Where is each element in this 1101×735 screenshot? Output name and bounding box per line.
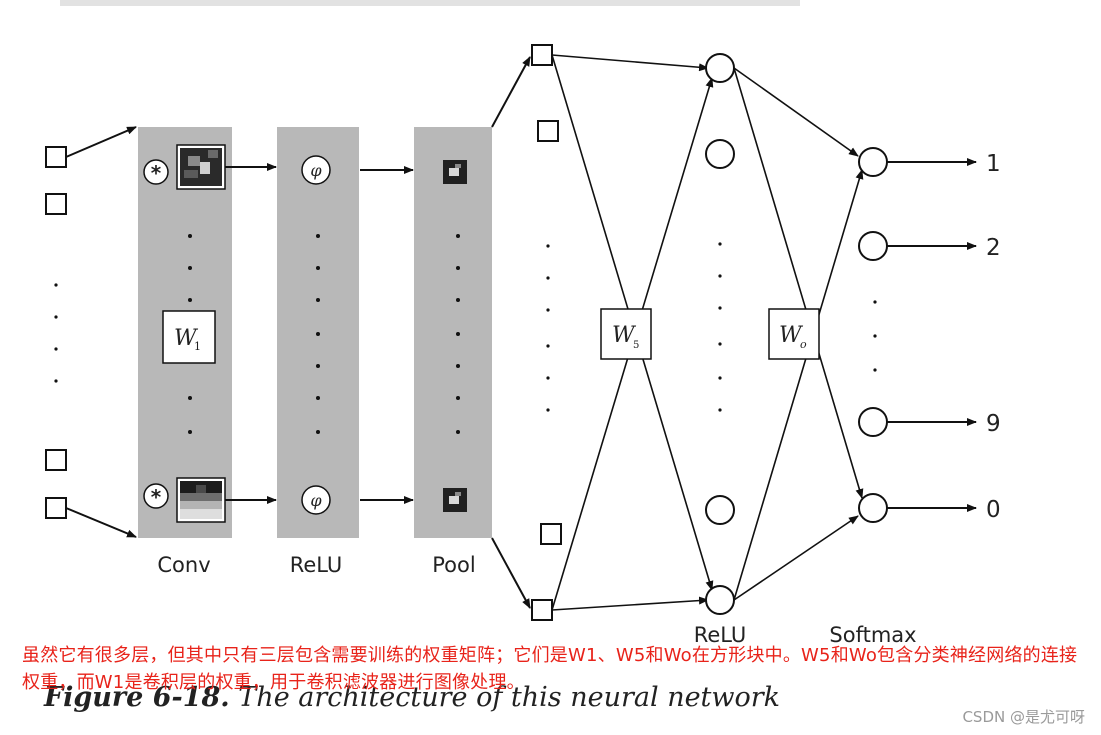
w5-symbol: W bbox=[612, 323, 637, 348]
pool-block bbox=[414, 127, 492, 538]
conv-layer-label: Conv bbox=[157, 553, 210, 577]
output-ellipsis bbox=[873, 300, 877, 372]
output-nodes bbox=[858, 147, 888, 523]
hidden-ellipsis bbox=[718, 242, 722, 412]
input-arrow-bottom bbox=[65, 507, 137, 538]
pool-to-flat-arrow-bottom bbox=[491, 537, 531, 609]
convolution-operator-icon bbox=[143, 483, 169, 509]
flattened-nodes bbox=[531, 44, 562, 621]
figure-number: Figure 6-18. bbox=[44, 682, 230, 713]
activation-icon bbox=[301, 155, 331, 185]
input-node bbox=[45, 449, 67, 471]
wo-subscript: o bbox=[800, 338, 807, 351]
w5-subscript: 5 bbox=[633, 340, 639, 351]
convolution-operator-symbol: * bbox=[151, 161, 162, 185]
chinese-annotation: 虽然它有很多层，但其中只有三层包含需要训练的权重矩阵；它们是W1、W5和Wo在方… bbox=[22, 645, 1078, 693]
convolution-operator-icon bbox=[143, 159, 169, 185]
pool-to-flat-arrow-top bbox=[491, 56, 531, 128]
wo-weight-box bbox=[768, 308, 820, 360]
w1-subscript: 1 bbox=[194, 340, 201, 353]
relu-ellipsis bbox=[316, 234, 320, 434]
conv-ellipsis bbox=[188, 234, 192, 434]
input-ellipsis bbox=[54, 283, 58, 383]
cropped-text-strip bbox=[60, 0, 800, 6]
activation-icon bbox=[301, 485, 331, 515]
output-label-1: 1 bbox=[986, 151, 1001, 177]
figure-title: The architecture of this neural network bbox=[229, 682, 781, 713]
output-label-0: 0 bbox=[986, 497, 1001, 523]
pooled-map-icon bbox=[443, 488, 467, 512]
hidden-nodes bbox=[705, 53, 735, 615]
input-node bbox=[45, 497, 67, 519]
output-label-9: 9 bbox=[986, 411, 1001, 437]
watermark: CSDN @是尤可呀 bbox=[962, 708, 1085, 726]
figure-caption: Figure 6-18. The architecture of this ne… bbox=[44, 682, 780, 713]
hidden-relu-layer-label: ReLU bbox=[694, 623, 747, 647]
wo-connections bbox=[733, 67, 864, 601]
input-node bbox=[45, 146, 67, 168]
w1-symbol: W bbox=[174, 326, 199, 351]
w1-weight-box bbox=[162, 310, 216, 364]
relu-layer-label: ReLU bbox=[290, 553, 343, 577]
output-label-2: 2 bbox=[986, 235, 1001, 261]
input-nodes bbox=[45, 146, 67, 519]
pool-layer-label: Pool bbox=[432, 553, 475, 577]
w5-weight-box bbox=[600, 308, 652, 360]
input-node bbox=[45, 193, 67, 215]
activation-symbol: φ bbox=[310, 161, 322, 180]
flattened-ellipsis bbox=[546, 244, 550, 412]
pool-ellipsis bbox=[456, 234, 460, 434]
wo-symbol: W bbox=[779, 323, 804, 348]
input-arrow-top bbox=[65, 126, 137, 158]
pooled-map-icon bbox=[443, 160, 467, 184]
softmax-layer-label: Softmax bbox=[829, 623, 916, 647]
filter-image-icon bbox=[176, 477, 226, 523]
output-arrows bbox=[887, 158, 977, 512]
activation-symbol: φ bbox=[310, 491, 322, 510]
convolution-operator-symbol: * bbox=[151, 485, 162, 509]
filter-image-icon bbox=[176, 144, 226, 190]
